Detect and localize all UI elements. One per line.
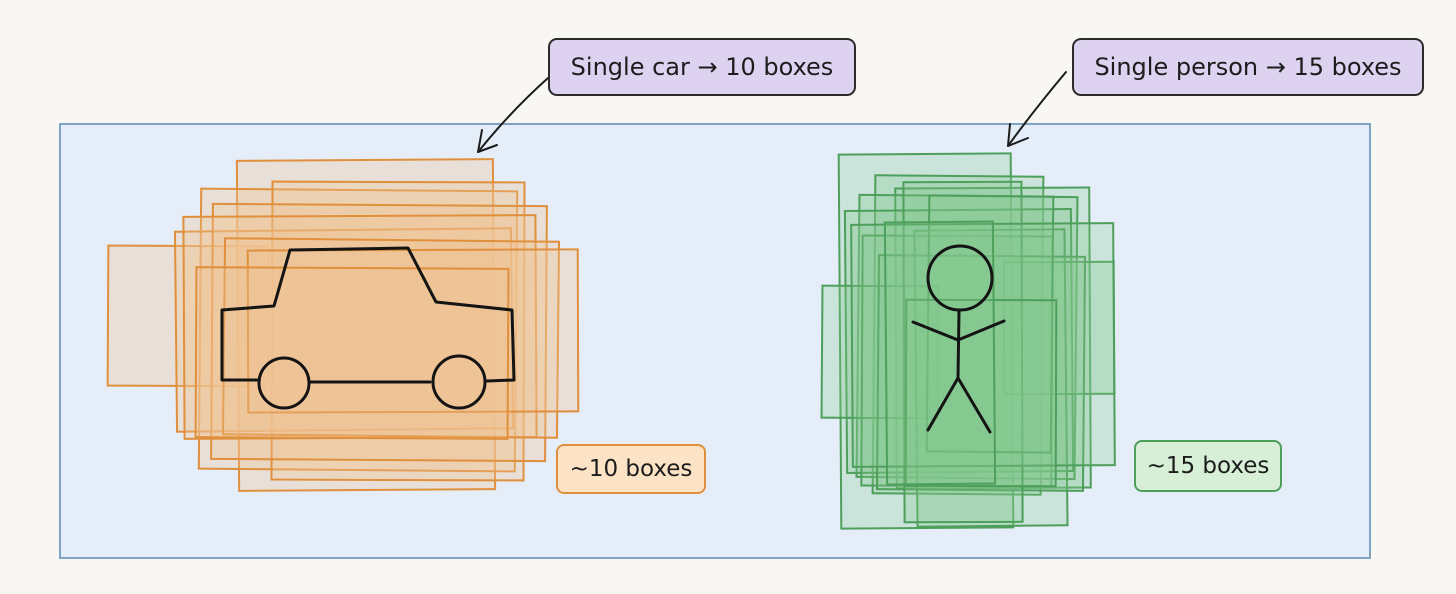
car-box-count-label: ~10 boxes [556,444,706,494]
stick-figure-sketch [911,244,1006,434]
car-box-10 [194,266,510,440]
car-sketch [220,246,516,410]
person-body [911,309,1006,434]
car-box-2 [235,158,497,492]
car-body-outline [220,246,516,384]
car-rear-wheel [257,356,311,410]
car-box-3 [197,187,519,473]
car-front-wheel [431,354,487,410]
person-box-13 [850,222,1116,468]
car-callout: Single car → 10 boxes [548,38,856,96]
person-box-6 [820,284,940,420]
car-box-9 [246,248,580,414]
person-box-count-label: ~15 boxes [1134,440,1282,492]
car-box-4 [270,180,526,482]
car-box-1 [106,244,270,388]
person-bounding-boxes [820,152,1116,530]
person-callout-arrow [1007,71,1067,147]
person-callout: Single person → 15 boxes [1072,38,1424,96]
person-box-15 [883,220,997,486]
car-box-8 [221,237,561,439]
person-box-12 [925,194,1055,454]
car-callout-arrow [477,77,549,153]
